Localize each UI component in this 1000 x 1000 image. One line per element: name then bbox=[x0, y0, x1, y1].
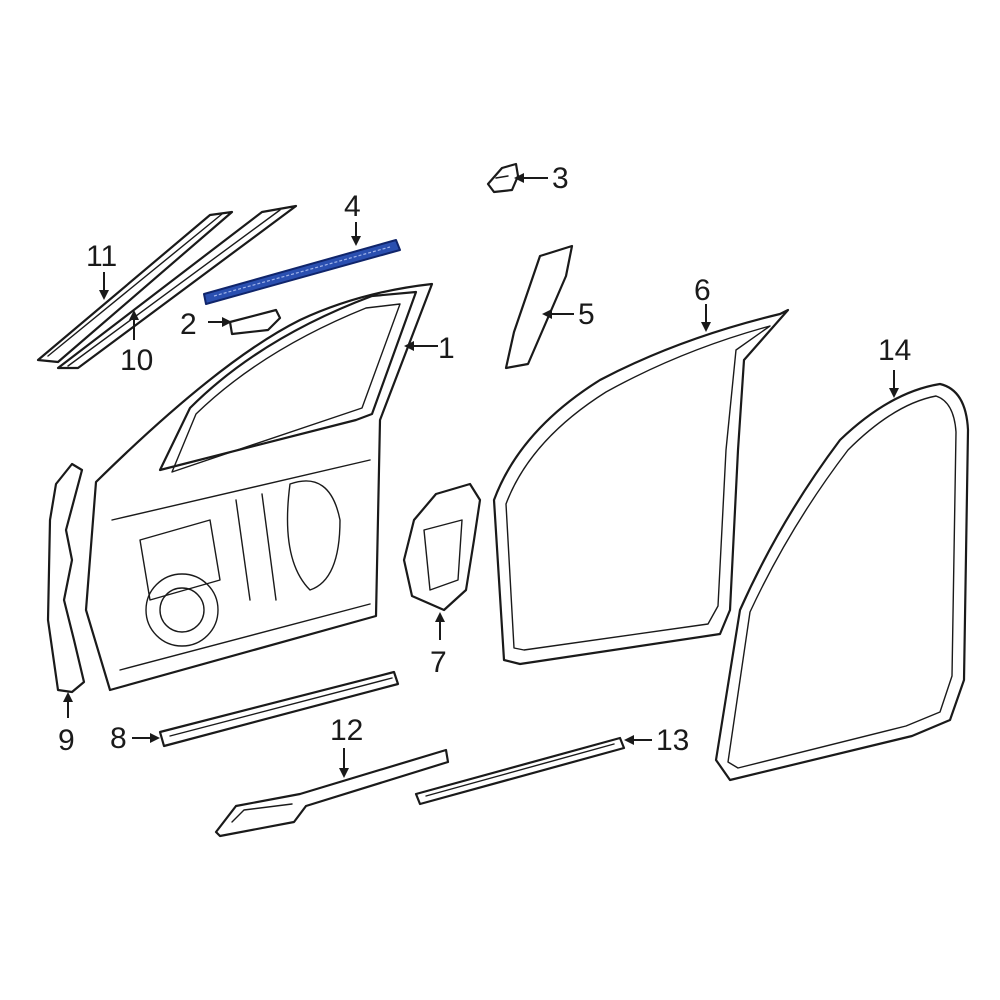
callout-10: 10 bbox=[120, 344, 153, 377]
part-5-garnish[interactable] bbox=[504, 244, 574, 370]
callouts: 1 2 3 4 5 6 7 8 9 10 11 12 13 14 bbox=[58, 162, 911, 757]
callout-13: 13 bbox=[656, 724, 689, 757]
callout-2: 2 bbox=[180, 308, 197, 341]
part-3-clip[interactable] bbox=[486, 162, 520, 194]
callout-5: 5 bbox=[578, 298, 595, 331]
part-4-highlighted[interactable] bbox=[203, 239, 401, 305]
part-11-molding[interactable] bbox=[36, 210, 234, 364]
callout-3: 3 bbox=[552, 162, 569, 195]
callout-4: 4 bbox=[344, 190, 361, 223]
part-1-door-shell[interactable] bbox=[84, 282, 434, 692]
part-7-latch[interactable] bbox=[402, 482, 482, 612]
part-14-weatherstrip[interactable] bbox=[714, 382, 970, 782]
callout-7: 7 bbox=[430, 646, 447, 679]
part-13-sill[interactable] bbox=[414, 736, 626, 806]
callout-14: 14 bbox=[878, 334, 911, 367]
part-12-trim[interactable] bbox=[214, 748, 450, 838]
callout-11: 11 bbox=[86, 240, 117, 273]
part-2-bracket[interactable] bbox=[228, 308, 282, 336]
callout-1: 1 bbox=[438, 332, 455, 365]
part-8-scuff[interactable] bbox=[158, 670, 400, 748]
part-10-molding[interactable] bbox=[56, 204, 298, 370]
leader-lines bbox=[63, 173, 899, 778]
callout-9: 9 bbox=[58, 724, 75, 757]
part-6-weatherstrip[interactable] bbox=[492, 308, 790, 666]
callout-12: 12 bbox=[330, 714, 363, 747]
callout-8: 8 bbox=[110, 722, 127, 755]
part-9-bracket[interactable] bbox=[46, 462, 86, 694]
callout-6: 6 bbox=[694, 274, 711, 307]
